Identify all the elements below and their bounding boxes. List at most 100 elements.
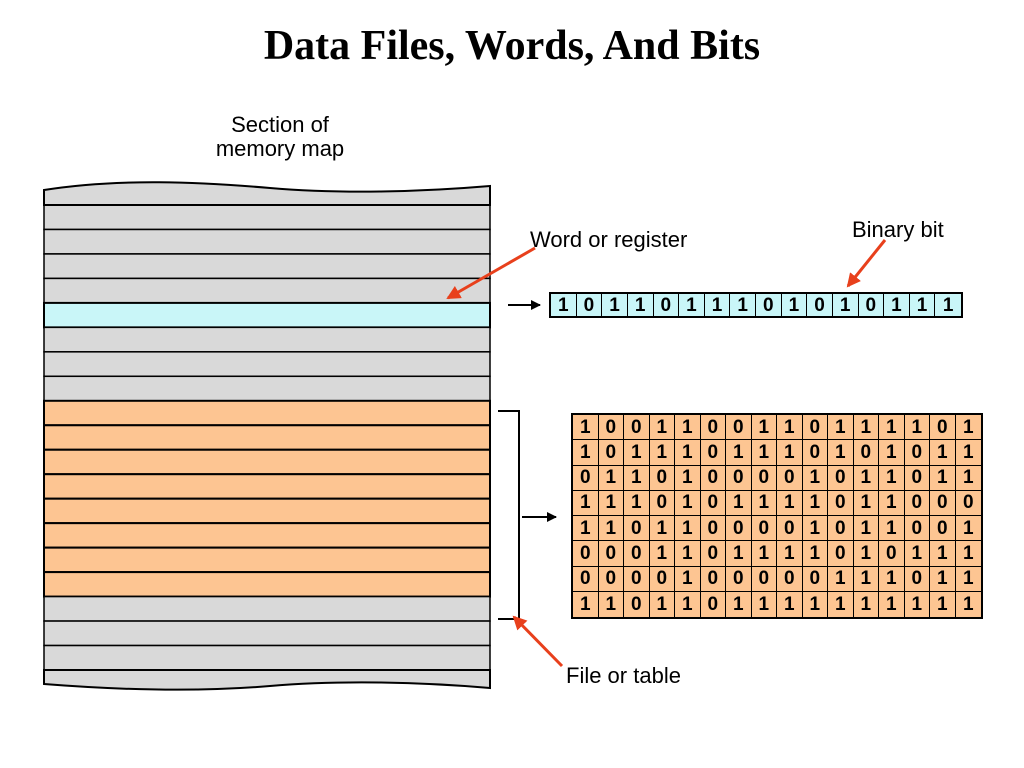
bit-cell: 1	[675, 415, 701, 441]
bit-cell: 1	[833, 294, 859, 316]
bit-cell: 0	[573, 541, 599, 567]
bit-cell: 0	[700, 566, 726, 592]
bit-cell: 0	[777, 516, 803, 542]
bit-cell: 0	[598, 566, 624, 592]
bit-cell: 0	[751, 566, 777, 592]
bit-cell: 0	[777, 465, 803, 491]
bit-cell: 0	[802, 440, 828, 466]
bit-cell: 1	[930, 591, 956, 617]
page-title: Data Files, Words, And Bits	[263, 23, 761, 69]
bit-cell: 1	[551, 294, 577, 316]
bit-cell: 1	[854, 591, 879, 617]
bit-cell: 0	[904, 490, 930, 516]
section-of-memory-map-label: Section of memory map	[215, 112, 345, 161]
memory-row	[43, 351, 491, 378]
bit-cell: 0	[802, 415, 828, 441]
bit-cell: 1	[879, 490, 905, 516]
bit-cell: 1	[955, 541, 981, 567]
bit-cell: 1	[726, 541, 752, 567]
bit-cell: 0	[577, 294, 603, 316]
bit-cell: 0	[654, 294, 680, 316]
bit-cell: 1	[726, 490, 752, 516]
binary-bit-label: Binary bit	[852, 217, 944, 242]
bit-cell: 0	[930, 415, 956, 441]
bit-cell: 0	[573, 566, 599, 592]
memory-row-file	[43, 473, 491, 500]
bit-cell: 1	[751, 541, 777, 567]
bit-cell: 0	[904, 440, 930, 466]
memory-row	[43, 277, 491, 304]
bit-cell: 1	[905, 591, 930, 617]
bit-cell: 1	[777, 541, 803, 567]
bit-cell: 1	[904, 541, 930, 567]
bit-cell: 1	[802, 490, 828, 516]
memory-row	[43, 620, 491, 647]
bit-cell: 1	[726, 591, 752, 617]
bit-cell: 1	[649, 440, 675, 466]
bit-cell: 0	[930, 490, 956, 516]
bit-cell: 1	[649, 516, 675, 542]
bit-cell: 1	[777, 490, 803, 516]
bit-cell: 1	[930, 465, 956, 491]
memory-row	[43, 204, 491, 231]
bit-cell: 1	[675, 490, 701, 516]
bit-cell: 1	[930, 440, 956, 466]
bit-cell: 0	[726, 465, 752, 491]
bit-cell: 0	[649, 566, 675, 592]
bit-cell: 1	[602, 294, 628, 316]
bit-cell: 1	[930, 566, 956, 592]
memory-row-word	[43, 301, 491, 329]
bit-cell: 1	[955, 440, 981, 466]
bit-cell: 1	[730, 294, 756, 316]
bit-cell: 1	[802, 541, 828, 567]
bit-cell: 1	[853, 465, 879, 491]
bit-cell: 1	[628, 294, 654, 316]
memory-row	[43, 644, 491, 671]
bit-cell: 0	[904, 566, 930, 592]
bit-cell: 1	[675, 566, 701, 592]
word-or-register-label: Word or register	[530, 227, 688, 252]
bit-cell: 1	[955, 415, 981, 441]
bit-cell: 0	[573, 465, 599, 491]
bit-cell: 1	[879, 566, 905, 592]
bit-cell: 1	[802, 516, 828, 542]
bit-cell: 0	[955, 491, 981, 516]
bit-cell: 1	[955, 516, 981, 542]
bit-cell: 1	[777, 440, 803, 466]
bit-cell: 1	[598, 516, 624, 542]
bit-cell: 1	[624, 490, 650, 516]
bit-cell: 1	[624, 440, 650, 466]
bit-cell: 1	[679, 294, 705, 316]
bit-cell: 1	[879, 465, 905, 491]
bit-cell: 0	[828, 490, 854, 516]
bit-cell: 1	[904, 415, 930, 441]
bit-cell: 1	[955, 567, 981, 592]
bit-cell: 1	[879, 591, 905, 617]
bit-cell: 0	[649, 465, 675, 491]
bit-cell: 0	[904, 465, 930, 491]
bit-cell: 0	[853, 440, 879, 466]
bit-cell: 1	[828, 440, 854, 466]
bit-cell: 0	[726, 415, 752, 441]
bit-cell: 1	[803, 591, 828, 617]
bit-cell: 1	[828, 591, 854, 617]
bit-cell: 1	[782, 294, 808, 316]
bit-cell: 1	[802, 465, 828, 491]
bit-cell: 0	[751, 465, 777, 491]
bit-cell: 1	[726, 440, 752, 466]
bit-cell: 1	[752, 591, 777, 617]
file-bracket	[498, 410, 520, 620]
bit-cell: 0	[598, 440, 624, 466]
memory-map-bottom-edge	[43, 669, 491, 691]
bit-cell: 0	[624, 541, 650, 567]
bit-cell: 1	[675, 591, 701, 617]
bit-cell: 1	[828, 566, 854, 592]
bit-cell: 0	[859, 294, 885, 316]
bit-cell: 0	[598, 541, 624, 567]
bit-cell: 1	[649, 415, 675, 441]
bit-cell: 0	[807, 294, 833, 316]
bit-cell: 1	[598, 490, 624, 516]
bit-cell: 0	[802, 566, 828, 592]
bit-cell: 1	[599, 591, 624, 617]
